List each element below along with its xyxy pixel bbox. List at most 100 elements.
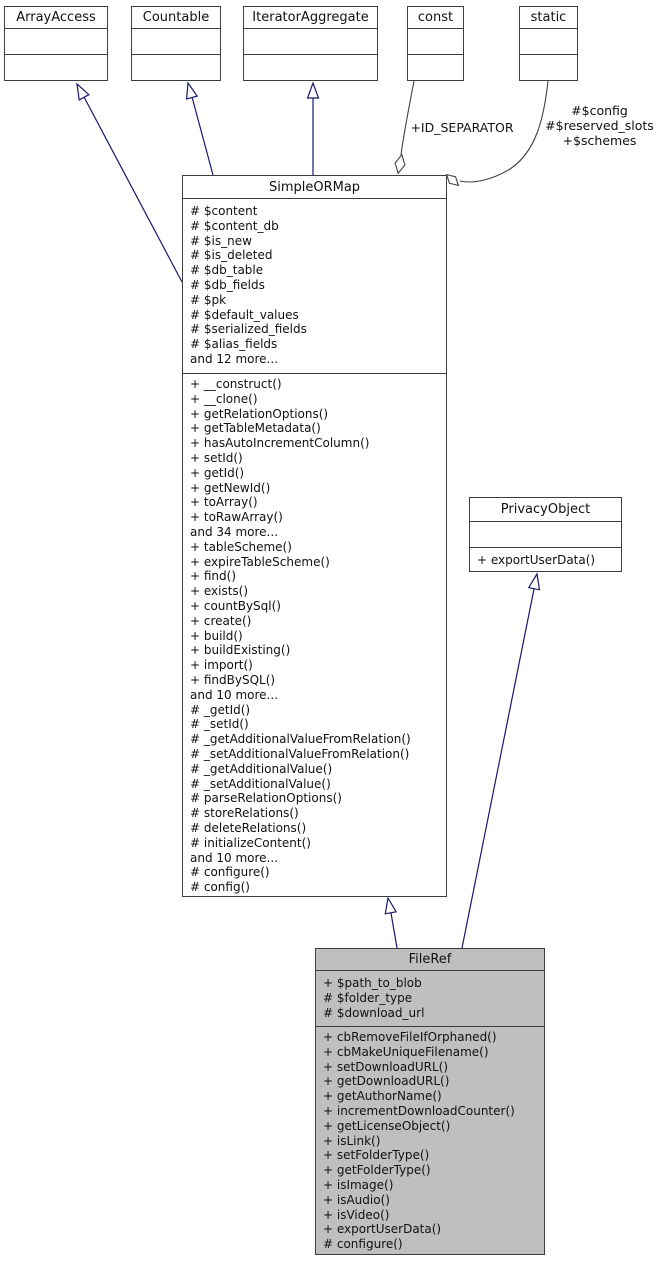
inheritance-edge-fileref-privacyobject xyxy=(461,588,535,949)
attributes-compartment: # $content# $content_db# $is_new# $is_de… xyxy=(183,199,446,374)
member-line: + cbRemoveFileIfOrphaned() xyxy=(323,1030,497,1044)
attributes-compartment xyxy=(520,29,577,55)
class-box-const: const xyxy=(407,6,464,81)
member-line: + setFolderType() xyxy=(323,1148,430,1163)
class-box-iteratoraggregate[interactable]: IteratorAggregate xyxy=(243,6,378,81)
member-line: + getDownloadURL() xyxy=(323,1074,450,1089)
class-title: const xyxy=(408,7,463,29)
methods-compartment xyxy=(408,55,463,80)
member-line: # configure() xyxy=(323,1237,403,1252)
member-line: # $content_db xyxy=(190,218,279,233)
member-line: # $alias_fields xyxy=(190,337,278,352)
class-title: static xyxy=(520,7,577,29)
class-title: FileRef xyxy=(316,949,544,971)
member-line: + exportUserData() xyxy=(323,1222,442,1237)
class-box-fileref: FileRef + $path_to_blob# $folder_type# $… xyxy=(315,948,545,1255)
class-title: IteratorAggregate xyxy=(244,7,377,29)
member-line: + cbMakeUniqueFilename() xyxy=(323,1044,489,1059)
member-line: # $pk xyxy=(190,292,227,307)
member-line: + exists() xyxy=(190,584,249,599)
attributes-compartment xyxy=(470,522,621,548)
member-line: + import() xyxy=(190,658,253,673)
member-line: # _setAdditionalValue() xyxy=(190,776,331,791)
member-line: + getLicenseObject() xyxy=(323,1118,451,1133)
class-box-arrayaccess[interactable]: ArrayAccess xyxy=(4,6,108,81)
inheritance-edge-fileref-simpleormap xyxy=(390,912,398,949)
member-line: # $content xyxy=(190,204,258,218)
member-line: and 10 more... xyxy=(190,850,279,865)
class-title: PrivacyObject xyxy=(470,498,621,522)
methods-compartment xyxy=(244,55,377,80)
member-line: and 12 more... xyxy=(190,351,279,366)
inheritance-arrowhead-privacyobject xyxy=(527,572,541,591)
member-line: # $serialized_fields xyxy=(190,322,307,337)
attributes-compartment xyxy=(244,29,377,55)
member-line: # $db_table xyxy=(190,263,264,278)
member-line: + toArray() xyxy=(190,495,258,510)
member-line: + find() xyxy=(190,569,237,584)
member-line: + $path_to_blob xyxy=(323,976,422,990)
methods-compartment xyxy=(5,55,107,80)
member-line: # config() xyxy=(190,880,250,895)
member-line: + countBySql() xyxy=(190,598,281,613)
member-line: + hasAutoIncrementColumn() xyxy=(190,436,370,451)
methods-compartment xyxy=(520,55,577,80)
member-line: + tableScheme() xyxy=(190,539,292,554)
edge-label-id-separator: +ID_SEPARATOR xyxy=(410,120,514,135)
member-line: + findBySQL() xyxy=(190,672,276,687)
member-line: # $default_values xyxy=(190,307,299,322)
member-line: + getRelationOptions() xyxy=(190,406,329,421)
inheritance-arrowhead-iteratoraggregate xyxy=(306,81,320,99)
member-line: and 10 more... xyxy=(190,687,279,702)
member-line: + getTableMetadata() xyxy=(190,421,321,436)
aggregation-edge-static xyxy=(459,80,549,183)
member-line: # _setId() xyxy=(190,717,249,732)
member-line: + getId() xyxy=(190,465,245,480)
class-title: Countable xyxy=(132,7,220,29)
member-line: # $db_fields xyxy=(190,277,265,292)
member-line: + expireTableScheme() xyxy=(190,554,330,569)
attributes-compartment xyxy=(408,29,463,55)
edge-label-line: #$config xyxy=(571,103,628,118)
attributes-compartment xyxy=(132,29,220,55)
inheritance-edge-simpleormap-countable xyxy=(191,96,214,176)
class-box-privacyobject[interactable]: PrivacyObject + exportUserData() xyxy=(469,497,622,572)
member-line: # _getAdditionalValue() xyxy=(190,761,333,776)
attributes-compartment: + $path_to_blob# $folder_type# $download… xyxy=(316,971,544,1027)
member-line: # configure() xyxy=(190,865,270,880)
member-line: # $download_url xyxy=(323,1005,425,1020)
edge-label-line: +$schemes xyxy=(562,133,637,148)
member-line: + build() xyxy=(190,628,243,643)
methods-compartment: + cbRemoveFileIfOrphaned()+ cbMakeUnique… xyxy=(316,1027,544,1254)
member-line: # $folder_type xyxy=(323,990,413,1005)
member-line: # $is_deleted xyxy=(190,248,273,263)
member-line: + toRawArray() xyxy=(190,510,283,525)
member-line: # _setAdditionalValueFromRelation() xyxy=(190,746,410,761)
member-line: + getFolderType() xyxy=(323,1163,431,1178)
class-title: SimpleORMap xyxy=(183,176,446,199)
member-line: + isImage() xyxy=(323,1177,394,1192)
methods-compartment: + __construct()+ __clone()+ getRelationO… xyxy=(183,374,446,896)
edge-label-static-members: #$config #$reserved_slots +$schemes xyxy=(541,103,658,148)
member-line: + isVideo() xyxy=(323,1207,390,1222)
member-line: # deleteRelations() xyxy=(190,820,307,835)
member-line: # storeRelations() xyxy=(190,806,299,821)
member-line: + isLink() xyxy=(323,1133,381,1148)
member-line: + __construct() xyxy=(190,377,282,391)
class-box-countable[interactable]: Countable xyxy=(131,6,221,81)
member-line: + getAuthorName() xyxy=(323,1089,442,1104)
member-line: # _getAdditionalValueFromRelation() xyxy=(190,732,411,747)
inheritance-arrowhead-countable xyxy=(185,81,199,100)
methods-compartment xyxy=(132,55,220,80)
aggregation-diamond-const xyxy=(394,153,406,175)
member-line: # initializeContent() xyxy=(190,835,311,850)
member-line: + setDownloadURL() xyxy=(323,1059,449,1074)
edge-label-line: #$reserved_slots xyxy=(545,118,654,133)
class-box-simpleormap[interactable]: SimpleORMap # $content# $content_db# $is… xyxy=(182,175,447,897)
attributes-compartment xyxy=(5,29,107,55)
methods-compartment: + exportUserData() xyxy=(470,548,621,571)
class-box-static: static xyxy=(519,6,578,81)
inheritance-arrowhead-simpleormap xyxy=(384,896,398,915)
